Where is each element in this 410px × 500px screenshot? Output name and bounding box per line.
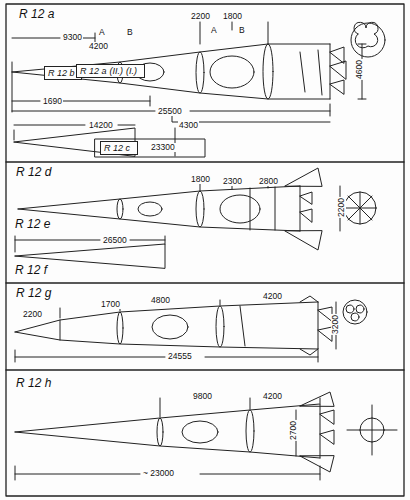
dimension-label: 2800	[258, 177, 279, 186]
dimension-label: 1800	[222, 12, 243, 21]
dimension-label: 3200	[331, 314, 340, 335]
dimension-label: 1800	[190, 175, 211, 184]
dimension-label: A	[98, 28, 106, 37]
dimension-label: 1690	[42, 97, 63, 106]
dimension-label: 25500	[157, 107, 183, 116]
dimension-label: 24555	[167, 352, 193, 361]
dimension-label: B	[238, 26, 246, 35]
box-text: R 12 c	[104, 143, 130, 153]
dimension-label: A	[210, 26, 218, 35]
dimension-label: 2300	[222, 177, 243, 186]
dimension-label: 1700	[100, 300, 121, 309]
dimension-label: ~ 23000	[142, 469, 175, 478]
dimension-label: 9800	[192, 392, 213, 401]
box-text: R 12 b	[48, 68, 75, 78]
dimension-label: 23300	[150, 143, 176, 152]
dimension-label: 4800	[150, 296, 171, 305]
name-box: R 12 a(II.)(I.)	[76, 64, 145, 78]
dimension-label: 4600	[355, 59, 364, 80]
dimension-label: 2200	[190, 12, 211, 21]
dimension-label: 4200	[262, 292, 283, 301]
variant-name: R 12 h	[15, 377, 52, 390]
dimension-label: 2200	[337, 197, 346, 218]
name-box: R 12 c	[100, 141, 138, 155]
dimension-label: 4300	[178, 121, 199, 130]
dimension-label: 26500	[102, 236, 128, 245]
variant-name: R 12 g	[15, 287, 52, 300]
dimension-label: 2200	[22, 310, 43, 319]
variant-name: R 12 f	[14, 264, 48, 277]
variant-name: R 12 d	[15, 166, 52, 179]
box-text: (II.)	[110, 66, 124, 76]
dimension-label: 14200	[88, 121, 114, 130]
dimension-label: B	[126, 28, 134, 37]
dimension-label: 4200	[262, 392, 283, 401]
box-text: (I.)	[126, 66, 137, 76]
dimension-label: 9300	[62, 33, 83, 42]
dimension-label: 2700	[289, 420, 298, 441]
variant-name: R 12 e	[14, 218, 51, 231]
variant-name: R 12 a	[18, 8, 55, 21]
box-text: R 12 a	[80, 66, 107, 76]
dimension-label: 4200	[88, 42, 109, 51]
